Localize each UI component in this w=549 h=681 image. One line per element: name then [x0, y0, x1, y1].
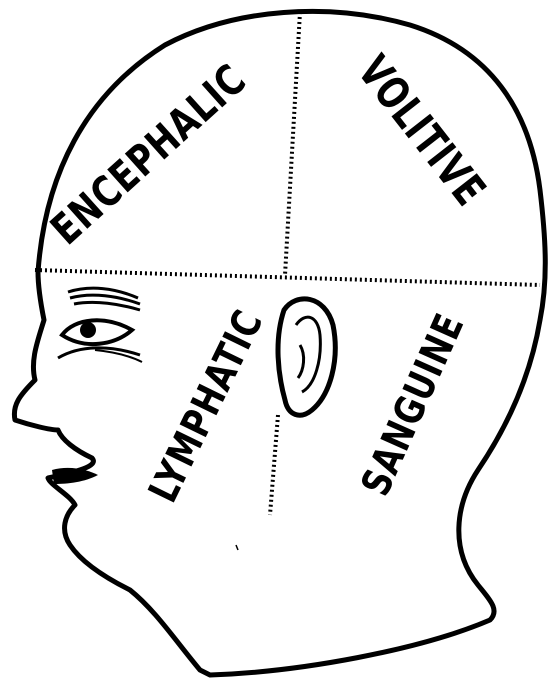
phrenology-head-diagram: ENCEPHALIC VOLITIVE LYMPHATIC SANGUINE — [0, 0, 549, 681]
head-illustration: ENCEPHALIC VOLITIVE LYMPHATIC SANGUINE — [0, 0, 549, 681]
